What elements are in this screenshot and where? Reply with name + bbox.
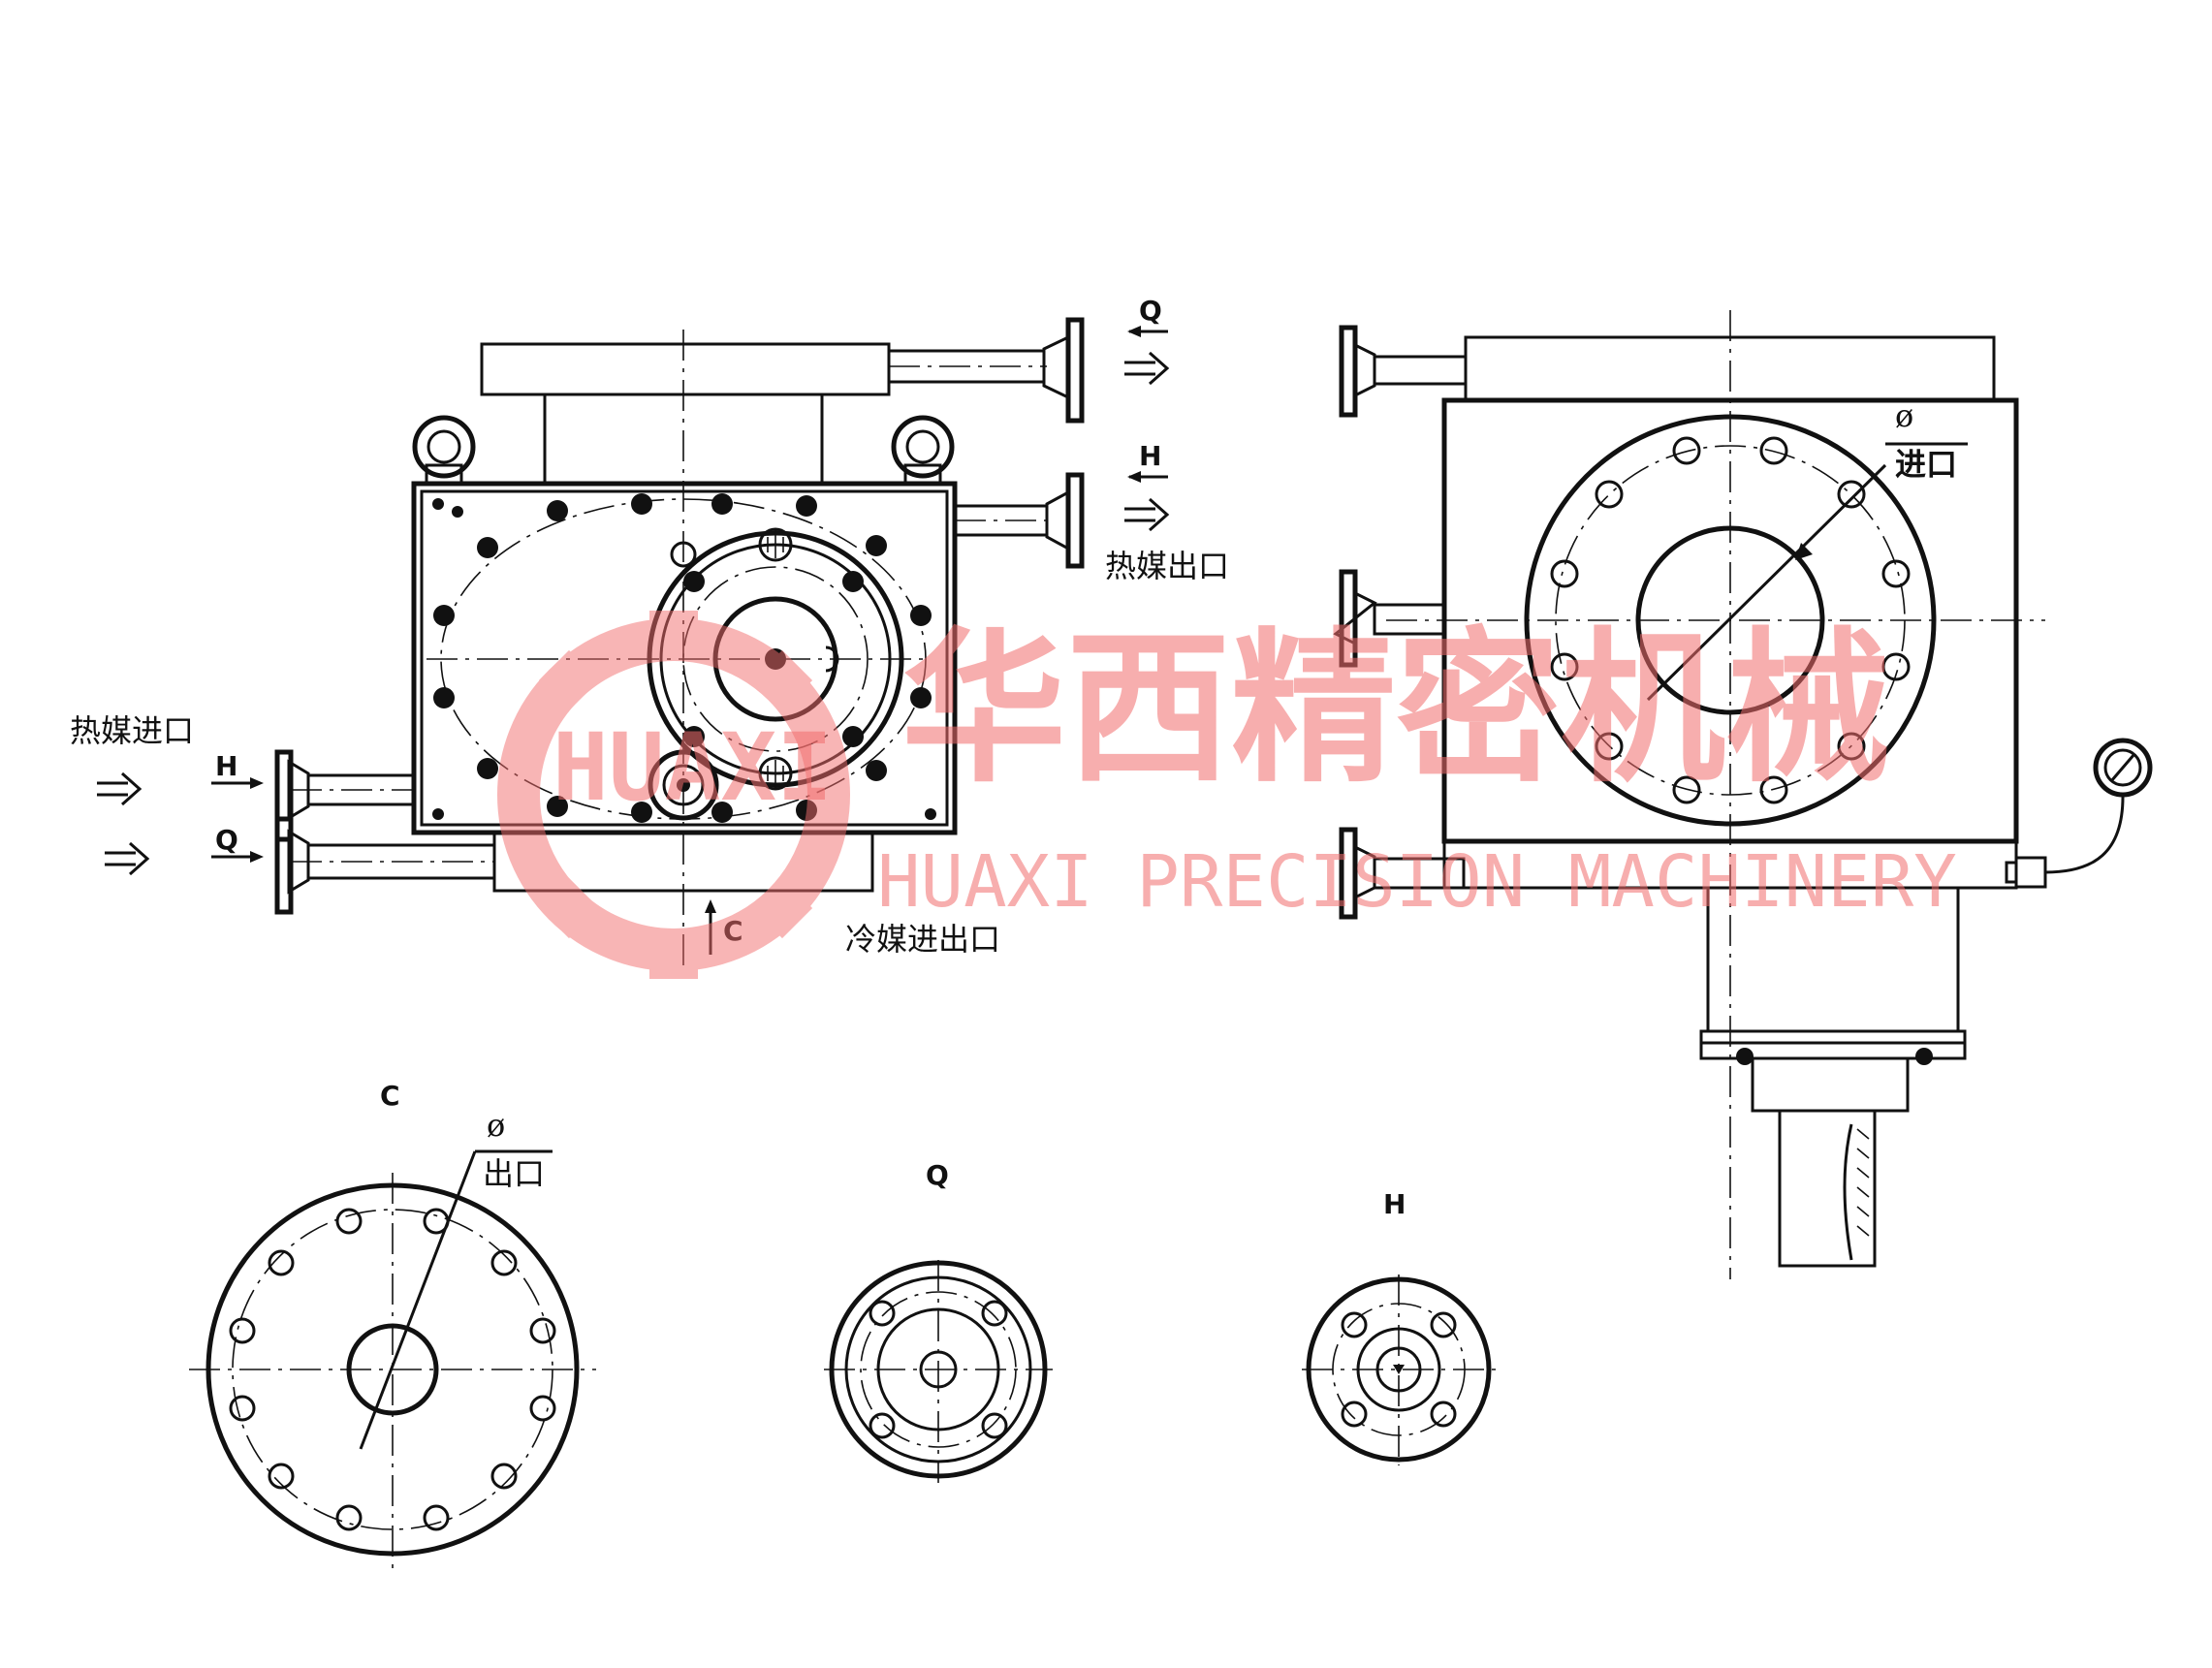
drive-shaft [1778,1109,1877,1268]
gear-logo-icon [497,611,850,979]
lifting-eye-left [412,415,476,487]
watermark-logo-text: HUAXI [553,713,833,822]
side-flange [1524,414,1937,827]
section-q-bolts [869,1300,1008,1439]
label-hot-outlet: 热媒出口 [1105,548,1229,584]
section-c-title: C [380,1080,400,1112]
label-hot-inlet: 热媒进口 [70,712,194,749]
pressure-gauge [2005,738,2153,889]
label-h-left: H [215,750,237,782]
section-h-bolts [1341,1311,1457,1428]
label-inlet: 进口 [1895,446,1957,483]
watermark-en: HUAXI PRECISION MACHINERY [877,840,1957,924]
pipe-q-in [274,816,496,915]
front-view: Q H 热媒出口 热媒进口 H Q C 冷媒进出口 [70,295,1229,969]
label-q-left: Q [215,824,238,856]
hatch-bottom [758,756,793,791]
arrow-q-out: Q [1124,295,1170,386]
side-pipe-mid [1333,569,1446,668]
section-c: C ø 出口 [189,1080,596,1570]
label-outlet: 出口 [483,1155,545,1192]
label-diameter-outlet: ø [487,1107,505,1144]
section-q: Q [824,1159,1053,1483]
label-q-top: Q [1139,295,1162,327]
hatch-top [758,527,793,562]
side-view: ø 进口 [1333,310,2153,1279]
label-h-top: H [1139,440,1161,472]
section-c-bolts [229,1208,556,1531]
pipe-q-out [887,317,1085,424]
lifting-eye-right [891,415,955,487]
side-bore [1635,525,1825,715]
side-flange-bolts [1550,436,1911,804]
section-h-title: H [1383,1188,1406,1220]
arrow-h-out: H 热媒出口 [1105,440,1229,584]
watermark-cn: 华西精密机械 [901,612,1890,805]
label-diameter-inlet: ø [1895,397,1913,434]
mounting-plate [1699,1029,1967,1045]
coupling [1751,1056,1910,1113]
pipe-h-out [953,472,1085,569]
body-bolts [432,493,936,823]
side-pipe-top [1339,325,1468,418]
label-cold-inout: 冷媒进出口 [845,921,1000,958]
side-pipe-bottom [1339,827,1466,920]
top-housing [480,342,891,396]
section-h: H [1302,1188,1496,1465]
pipe-h-in [274,749,416,842]
section-q-title: Q [926,1159,949,1191]
watermark: HUAXI 华西精密机械 HUAXI PRECISION MACHINERY [497,611,1957,979]
arrow-h-in: 热媒进口 H [70,712,264,806]
arrow-q-in: Q [105,824,264,876]
gear [648,749,719,821]
